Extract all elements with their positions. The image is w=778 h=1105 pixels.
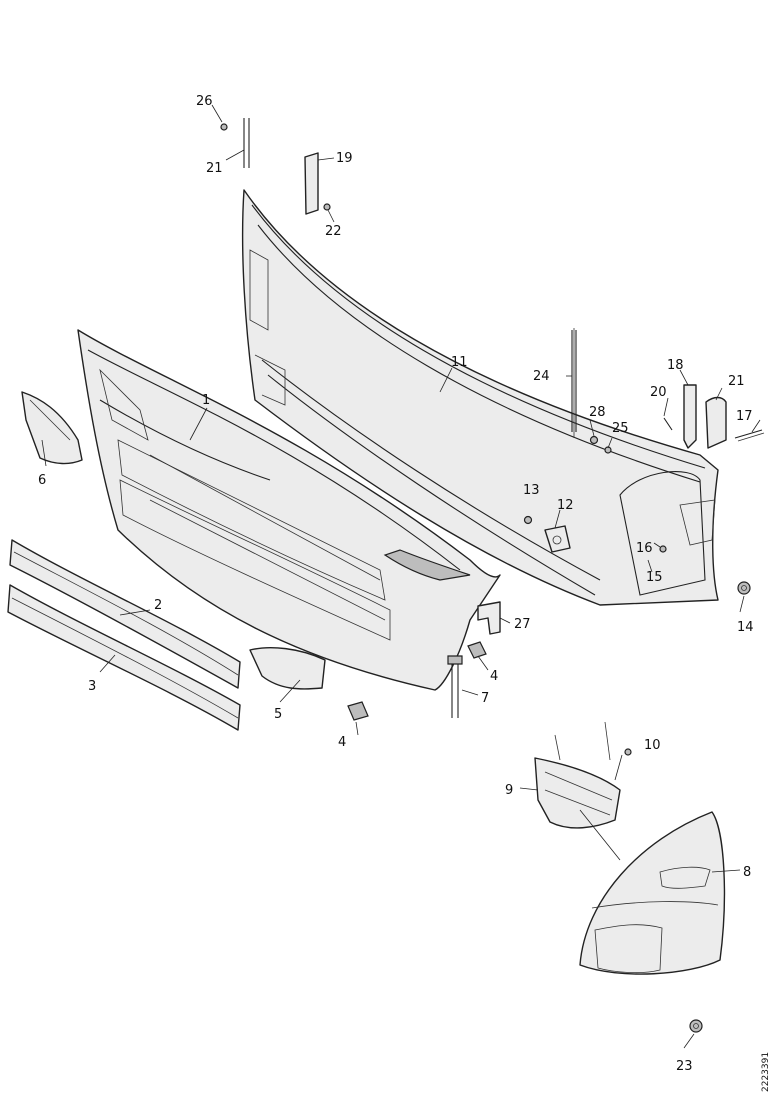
part-12-bracket (544, 525, 571, 553)
part-14-nut (737, 581, 751, 595)
part-1-main-grille (77, 329, 501, 691)
callout-26: 26 (196, 94, 213, 109)
part-5-plate (249, 647, 326, 690)
part-28-washer (589, 435, 599, 445)
part-21-cover-right (705, 396, 727, 449)
part-20-screw (663, 417, 673, 431)
part-4-clip-lower (347, 701, 369, 721)
part-26-screw (220, 123, 228, 131)
part-9-inner-bracket (534, 721, 621, 829)
callout-27: 27 (514, 617, 531, 632)
callout-24: 24 (533, 369, 550, 384)
callout-3: 3 (88, 679, 96, 694)
callout-19: 19 (336, 151, 353, 166)
callout-4-lower: 4 (338, 735, 346, 750)
callout-22: 22 (325, 224, 342, 239)
part-16-screw (659, 545, 667, 553)
part-8-corner-panel (579, 811, 726, 975)
callout-1: 1 (202, 393, 210, 408)
callout-21-right: 21 (728, 374, 745, 389)
callout-25: 25 (612, 421, 629, 436)
part-23-nut (689, 1019, 703, 1033)
part-4-clip-upper (467, 641, 487, 659)
callout-13: 13 (523, 483, 540, 498)
callout-6: 6 (38, 473, 46, 488)
callout-10: 10 (644, 738, 661, 753)
callout-21-left: 21 (206, 161, 223, 176)
part-18-hinge-right (683, 384, 697, 449)
callout-20: 20 (650, 385, 667, 400)
callout-23: 23 (676, 1059, 693, 1074)
callout-5: 5 (274, 707, 282, 722)
callout-8: 8 (743, 865, 751, 880)
part-17-screw (734, 429, 765, 442)
part-27-bracket (477, 601, 501, 635)
part-11-upper-frame (241, 189, 719, 606)
callout-9: 9 (505, 783, 513, 798)
part-13-screw (523, 515, 533, 525)
callout-14: 14 (737, 620, 754, 635)
part-24-strut (571, 328, 577, 438)
part-19-hinge-left (304, 152, 319, 215)
callout-17: 17 (736, 409, 753, 424)
part-3-lower-bar (7, 584, 241, 731)
callout-labels: 1 2 3 4 4 5 6 7 8 9 10 11 12 13 14 15 16… (38, 94, 754, 1074)
callout-16: 16 (636, 541, 653, 556)
callout-4-upper: 4 (490, 669, 498, 684)
part-10-screw (624, 748, 632, 756)
callout-15: 15 (646, 570, 663, 585)
part-7-pin (447, 655, 463, 718)
callout-2: 2 (154, 598, 162, 613)
callout-12: 12 (557, 498, 574, 513)
callout-11: 11 (451, 355, 468, 370)
callout-18: 18 (667, 358, 684, 373)
drawing-reference-number: 2223391 (761, 1052, 771, 1092)
leader-lines (41, 104, 761, 1049)
callout-28: 28 (589, 405, 606, 420)
callout-7: 7 (481, 691, 489, 706)
part-6-left-trim (21, 391, 83, 465)
part-22-screw (323, 203, 331, 211)
part-21-pin-left (243, 118, 250, 168)
